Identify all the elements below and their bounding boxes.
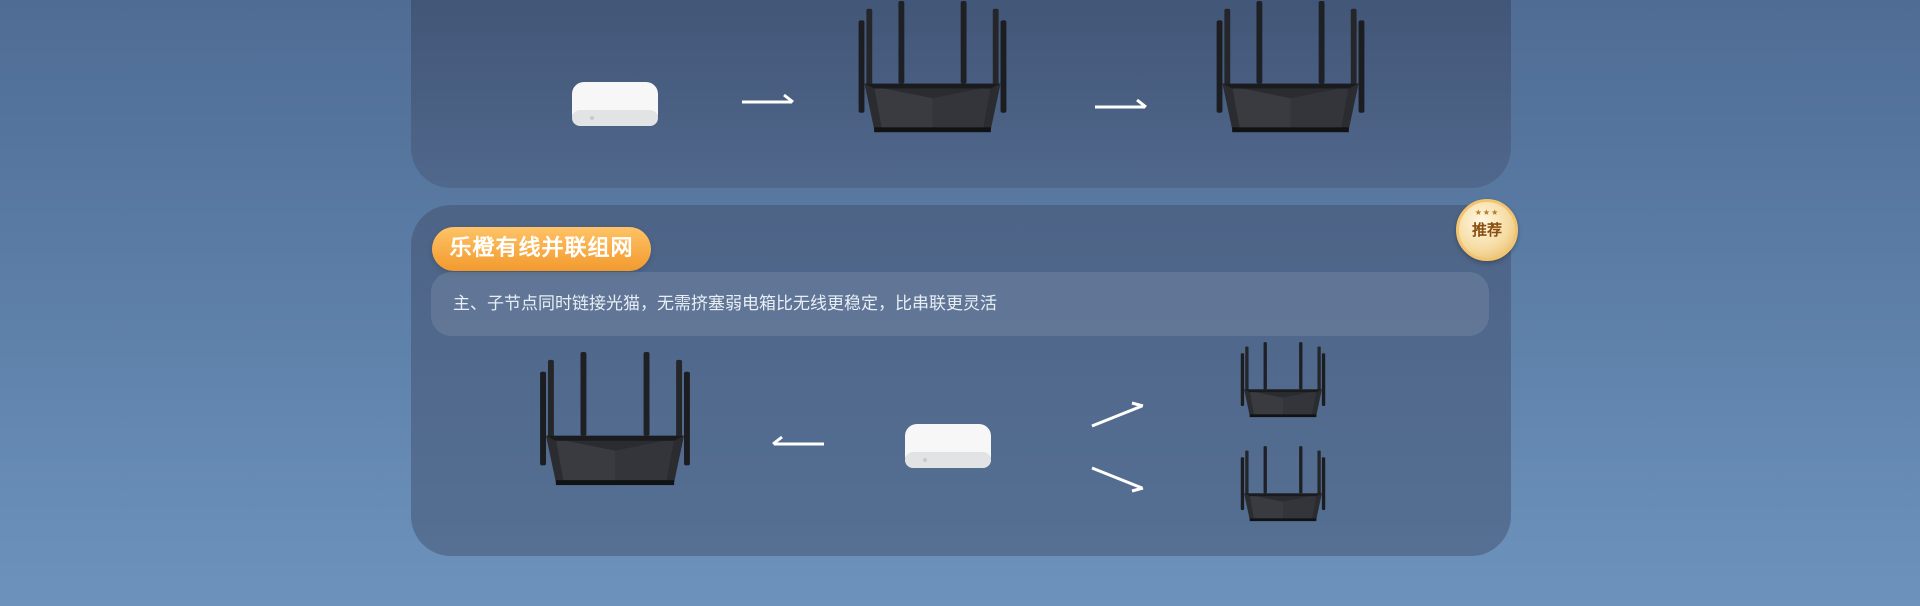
- router-icon: [1233, 446, 1333, 524]
- arrow-icon: [1090, 464, 1146, 494]
- star-icon: ★★★: [1474, 208, 1500, 217]
- modem-box-icon: [570, 80, 660, 130]
- section-title: 乐橙有线并联组网: [432, 227, 651, 271]
- router-icon: [1233, 342, 1333, 420]
- router-icon: [525, 352, 705, 490]
- arrow-icon: [1090, 400, 1146, 430]
- description-bar: 主、子节点同时链接光猫，无需挤塞弱电箱比无线更稳定，比串联更灵活: [431, 272, 1489, 336]
- section-description: 主、子节点同时链接光猫，无需挤塞弱电箱比无线更稳定，比串联更灵活: [453, 294, 997, 314]
- router-icon: [845, 0, 1020, 138]
- arrow-icon: [1093, 95, 1149, 115]
- arrow-icon: [770, 432, 826, 452]
- arrow-icon: [740, 90, 796, 110]
- router-icon: [1203, 0, 1378, 138]
- modem-box-icon: [903, 422, 993, 472]
- badge-label: 推荐: [1471, 221, 1502, 239]
- recommend-badge: ★★★ 推荐: [1456, 199, 1518, 261]
